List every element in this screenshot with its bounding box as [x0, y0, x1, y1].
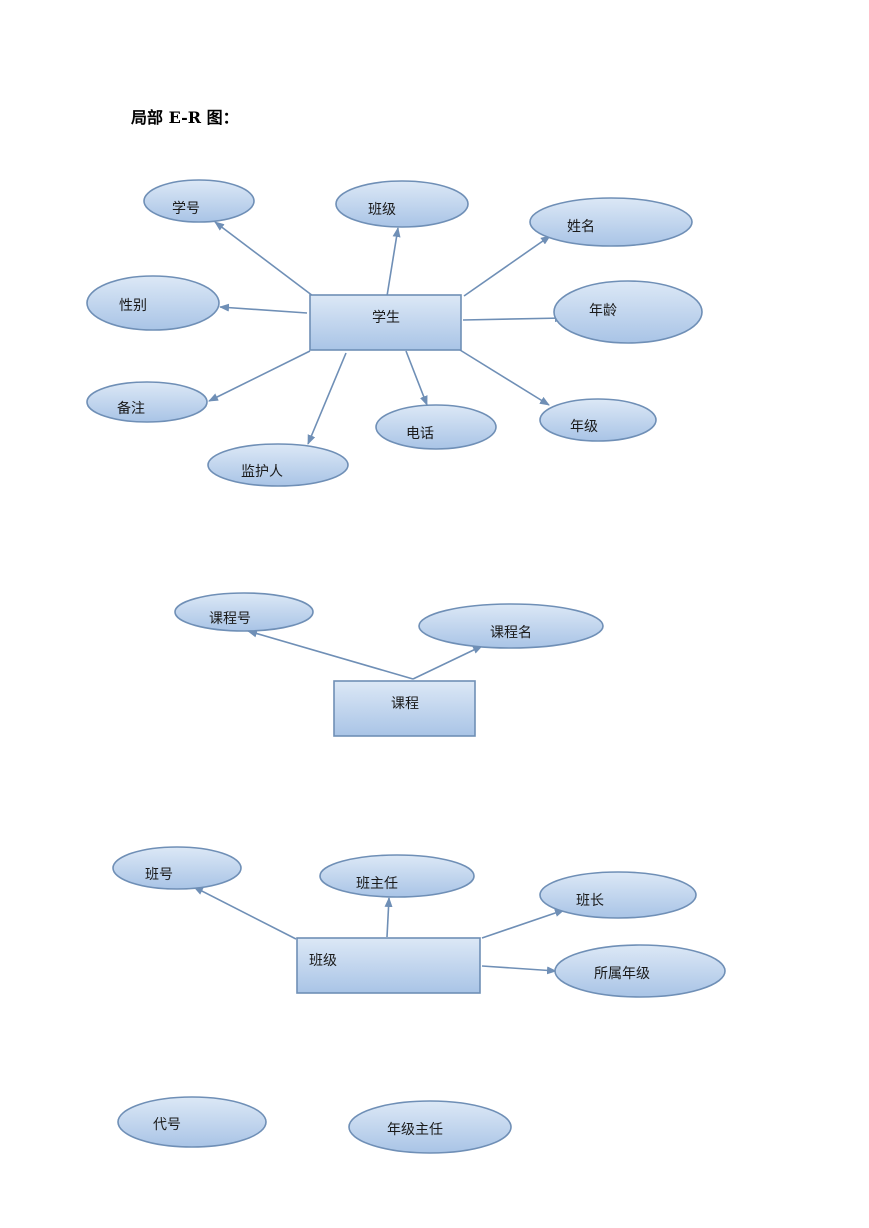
page-title: 局部 E-R 图：: [131, 108, 239, 127]
edge-class-no: [193, 886, 297, 940]
attribute-label-grade-code: 代号: [153, 1117, 181, 1133]
attribute-label-student-class: 班级: [368, 202, 396, 218]
entity-class: [296, 937, 481, 994]
attribute-student-age: [553, 280, 703, 344]
attribute-grade-code: [117, 1096, 267, 1148]
edge-student-no: [214, 221, 314, 297]
er-diagram-grade: 代号 年级主任: [117, 1096, 512, 1154]
edge-student-name: [463, 235, 551, 297]
attribute-grade-director: [348, 1100, 512, 1154]
attribute-student-guardian: [207, 443, 349, 487]
attribute-label-class-teacher: 班主任: [356, 876, 398, 892]
attribute-label-student-name: 姓名: [567, 219, 595, 235]
edge-student-remark: [208, 350, 311, 402]
edge-student-class: [386, 227, 401, 297]
attribute-student-remark: [86, 381, 208, 423]
attribute-student-no: [143, 179, 255, 223]
attribute-student-phone: [375, 404, 497, 450]
entity-label-student: 学生: [372, 310, 400, 326]
entity-label-class: 班级: [309, 953, 337, 969]
attribute-class-no: [112, 846, 242, 890]
edge-class-grade: [481, 965, 557, 975]
edge-course-name: [412, 645, 483, 680]
attribute-label-course-no: 课程号: [209, 611, 251, 627]
attribute-class-monitor: [539, 871, 697, 919]
attribute-class-grade: [554, 944, 726, 998]
entity-label-course: 课程: [391, 696, 419, 712]
attribute-label-class-no: 班号: [145, 867, 173, 883]
entity-course: [333, 680, 476, 737]
attribute-course-name: [418, 603, 604, 649]
attribute-label-grade-director: 年级主任: [387, 1122, 443, 1138]
attribute-label-student-gender: 性别: [119, 298, 147, 314]
edge-student-grade: [459, 349, 550, 406]
edge-student-phone: [405, 350, 428, 406]
attribute-label-student-age: 年龄: [589, 303, 617, 319]
attribute-student-name: [529, 197, 693, 247]
edge-course-no: [247, 629, 414, 680]
attribute-label-course-name: 课程名: [490, 625, 532, 641]
edge-student-gender: [219, 303, 308, 314]
entity-student: [309, 294, 462, 351]
attribute-label-class-monitor: 班长: [576, 893, 604, 909]
edge-student-guardian: [307, 352, 347, 445]
edge-class-monitor: [481, 909, 565, 939]
attribute-label-student-guardian: 监护人: [241, 464, 283, 480]
attribute-label-class-grade: 所属年级: [594, 966, 650, 982]
attribute-label-student-remark: 备注: [117, 400, 145, 417]
attribute-student-grade: [539, 398, 657, 442]
attribute-student-gender: [86, 275, 220, 331]
attribute-class-teacher: [319, 854, 475, 898]
attribute-course-no: [174, 592, 314, 632]
edge-student-age: [462, 314, 565, 323]
edge-class-teacher: [384, 897, 393, 938]
attribute-label-student-grade: 年级: [570, 419, 598, 435]
attribute-label-student-phone: 电话: [406, 426, 434, 442]
attribute-label-student-no: 学号: [172, 201, 200, 217]
attribute-student-class: [335, 180, 469, 228]
